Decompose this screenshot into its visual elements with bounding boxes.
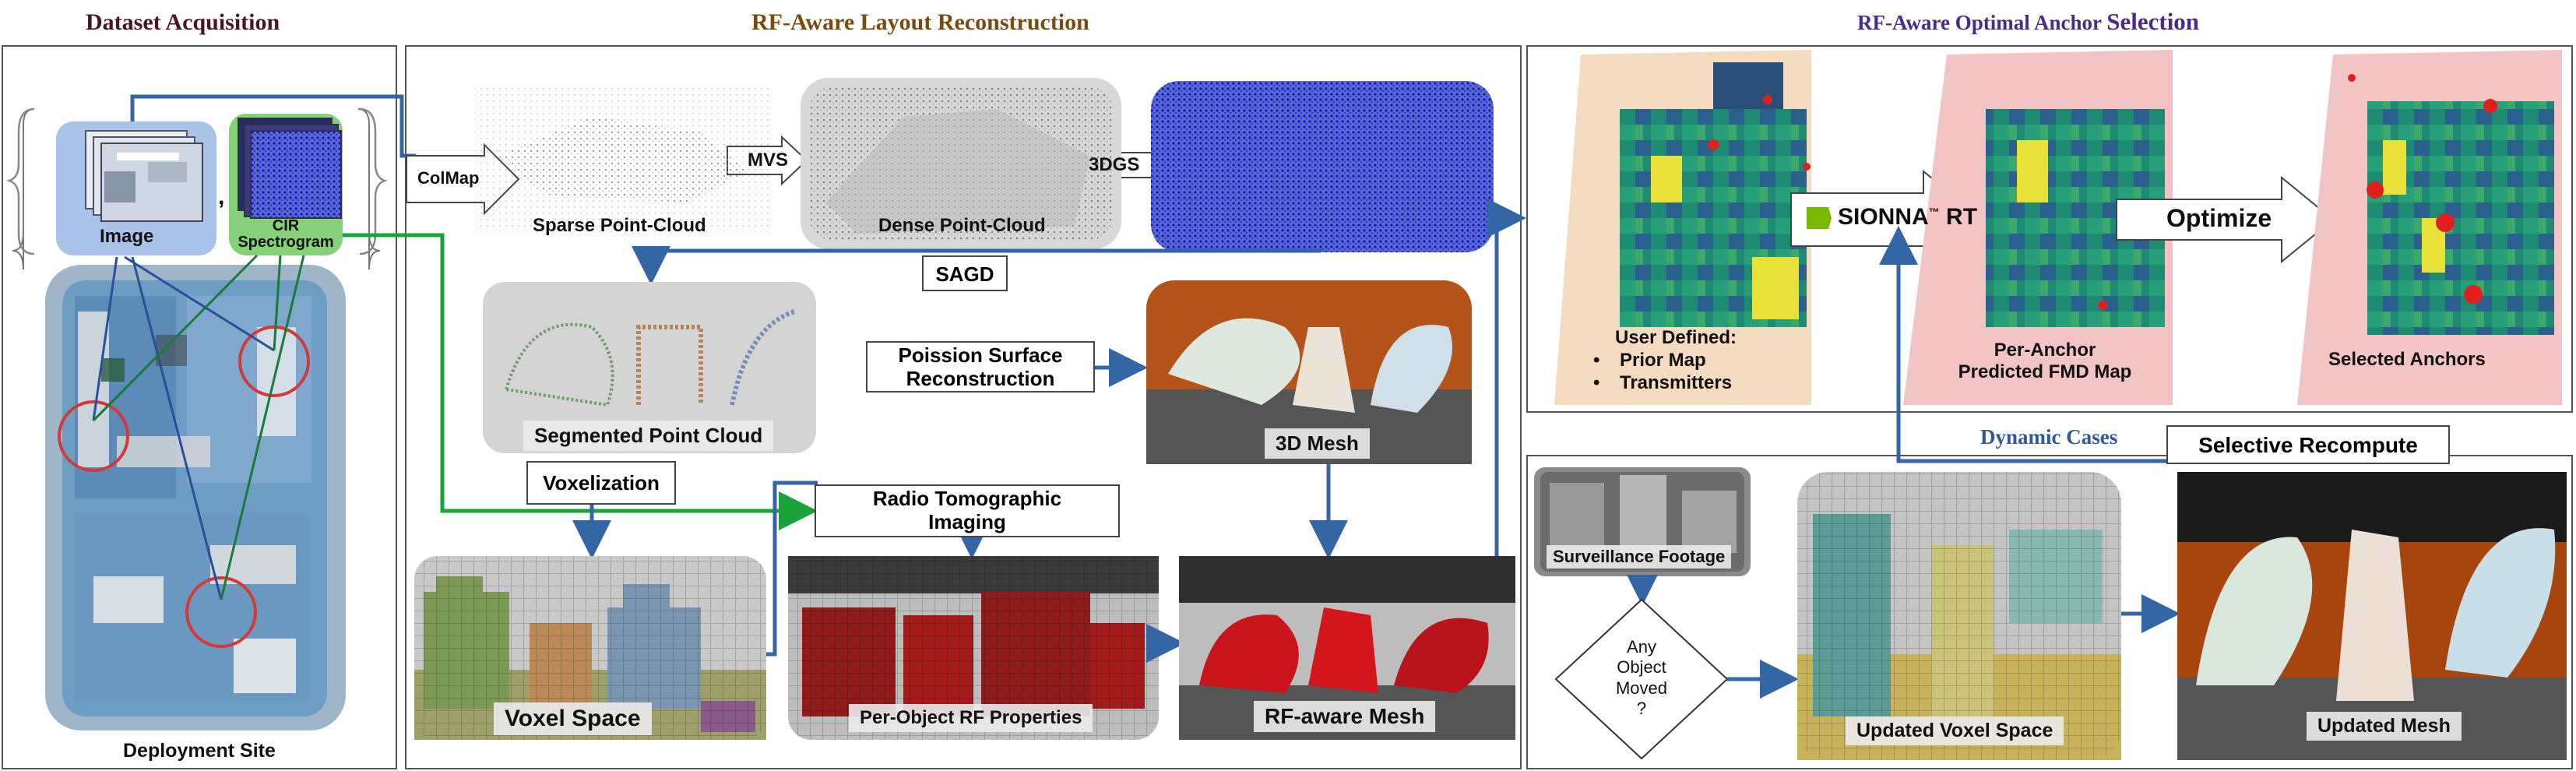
radio-tomographic-box: Radio Tomographic Imaging: [815, 484, 1120, 537]
sionna-text: SIONNA: [1838, 204, 1929, 230]
per-anchor-line1: Per-Anchor: [1994, 340, 2096, 361]
updated-mesh-label: Updated Mesh: [2307, 712, 2462, 741]
3d-mesh-label: 3D Mesh: [1265, 428, 1370, 459]
image-label: Image: [100, 226, 154, 247]
colmap-label: ColMap: [417, 168, 480, 188]
dense-point-cloud-label: Dense Point-Cloud: [878, 215, 1046, 236]
sagd-box: SAGD: [922, 255, 1008, 291]
layout-reconstruction-title: RF-Aware Layout Reconstruction: [751, 9, 1089, 35]
dynamic-panel: [1526, 455, 2573, 769]
transmitters-item: • Transmitters: [1593, 372, 1780, 395]
radio-line2: Imaging: [928, 509, 1006, 533]
prior-map-text: Prior Map: [1620, 349, 1706, 371]
prior-map-item: • Prior Map: [1593, 350, 1780, 372]
comma-separator: ,: [218, 184, 225, 209]
voxel-space-label: Voxel Space: [494, 702, 652, 735]
sionna-tm: ™: [1928, 206, 1940, 218]
sparse-point-cloud-label: Sparse Point-Cloud: [533, 215, 706, 236]
decision-line3: Moved: [1615, 678, 1668, 698]
anchor-title-part1: RF-Aware Optimal Anchor: [1857, 11, 2107, 34]
cir-spectrogram-label: CIR Spectrogram: [234, 218, 338, 251]
layout-panel: [405, 45, 1522, 769]
per-anchor-fmd-label: Per-Anchor Predicted FMD Map: [1951, 340, 2138, 382]
bullet-transmitters: •: [1593, 371, 1600, 393]
cir-label-line2: Spectrogram: [238, 234, 334, 251]
anchor-title-part2: Selection: [2106, 8, 2200, 35]
dataset-panel: [2, 45, 397, 769]
transmitters-text: Transmitters: [1620, 371, 1733, 393]
per-object-rf-label: Per-Object RF Properties: [849, 704, 1093, 732]
cir-label-line1: CIR: [272, 217, 300, 234]
decision-text: Any Object Moved ?: [1604, 637, 1679, 720]
mvs-label: MVS: [748, 150, 789, 171]
bullet-prior: •: [1593, 349, 1600, 371]
updated-voxel-label: Updated Voxel Space: [1846, 716, 2064, 745]
per-anchor-line2: Predicted FMD Map: [1958, 361, 2132, 382]
dynamic-cases-title: Dynamic Cases: [1980, 425, 2118, 449]
rf-aware-mesh-label: RF-aware Mesh: [1254, 701, 1436, 732]
radio-line1: Radio Tomographic: [872, 487, 1062, 510]
decision-line2: Object: [1617, 657, 1666, 678]
user-defined-label: User Defined: • Prior Map • Transmitters: [1593, 327, 1780, 394]
selective-recompute-box: Selective Recompute: [2166, 425, 2450, 464]
optimize-label: Optimize: [2166, 204, 2272, 232]
anchor-panel: [1526, 45, 2573, 413]
voxelization-box: Voxelization: [526, 461, 676, 505]
segmented-point-cloud-label: Segmented Point Cloud: [523, 421, 774, 451]
sionna-rt-logo: SIONNA™ RT: [1838, 204, 1977, 231]
poisson-line2: Reconstruction: [906, 366, 1055, 390]
selected-anchors-label: Selected Anchors: [2328, 349, 2486, 370]
dataset-acquisition-title: Dataset Acquisition: [86, 9, 280, 35]
anchor-selection-title: RF-Aware Optimal Anchor Selection: [1857, 8, 2199, 36]
deployment-site-label: Deployment Site: [123, 740, 276, 762]
poisson-reconstruction-box: Poission Surface Reconstruction: [866, 341, 1095, 393]
user-defined-heading: User Defined:: [1615, 327, 1737, 348]
poisson-line1: Poission Surface: [898, 343, 1063, 367]
rt-text: RT: [1946, 204, 1978, 230]
decision-line1: Any: [1627, 637, 1656, 657]
surveillance-footage-label: Surveillance Footage: [1547, 545, 1732, 569]
decision-line4: ?: [1636, 699, 1647, 719]
3dgs-label: 3DGS: [1089, 154, 1140, 175]
